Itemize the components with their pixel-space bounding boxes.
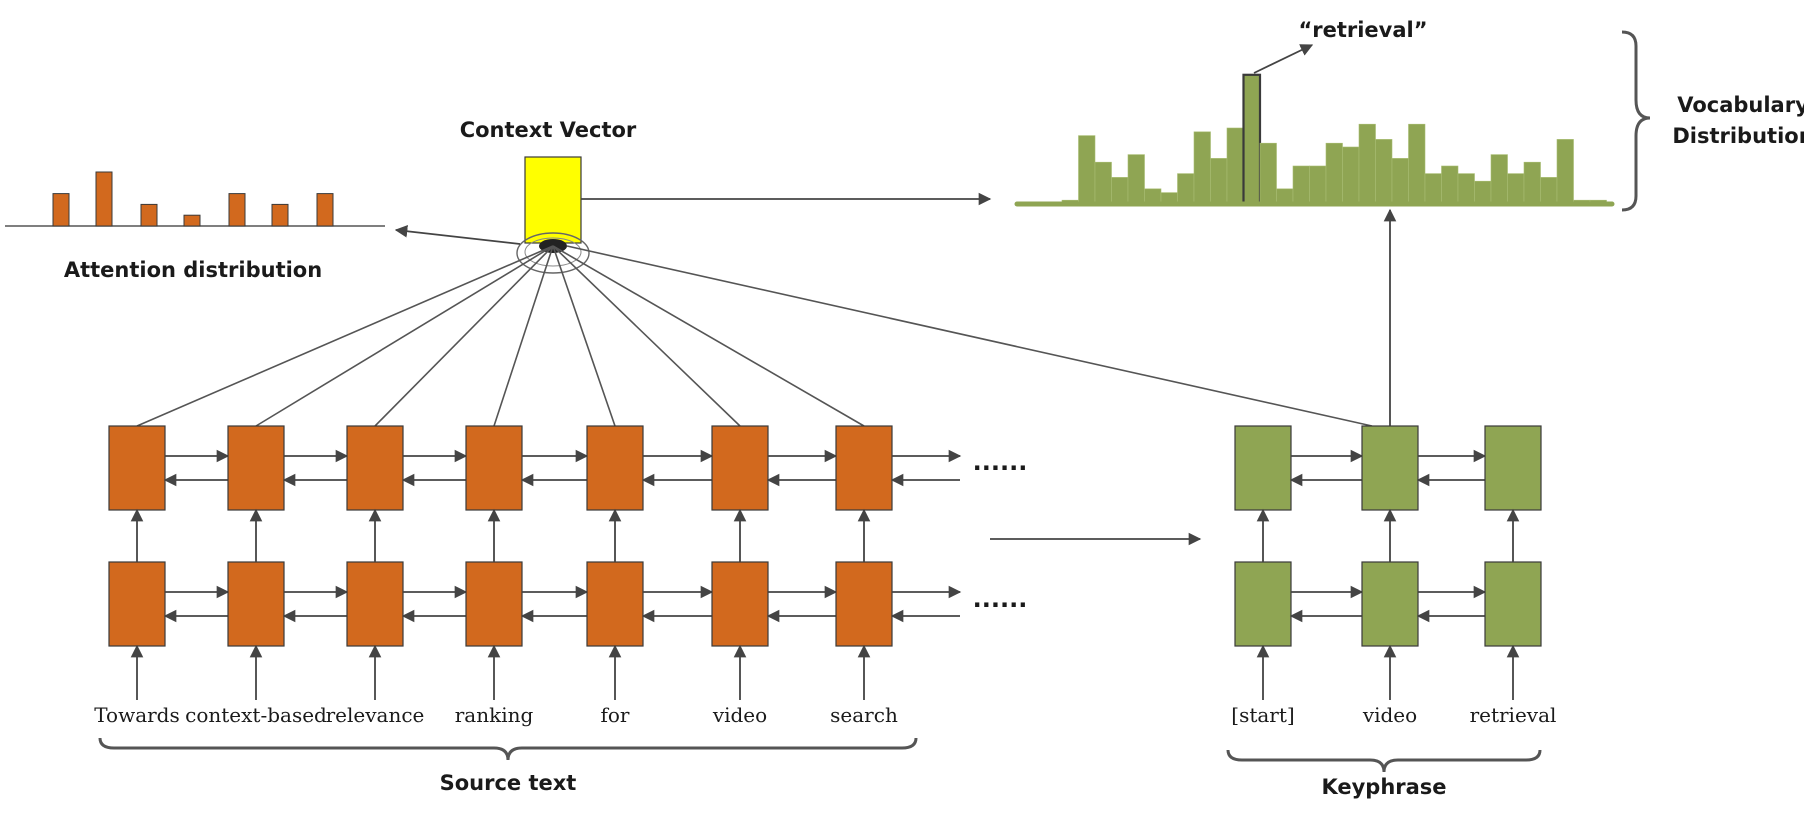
attention-connection xyxy=(552,245,616,427)
encoder-top-cell xyxy=(586,425,644,511)
source-token: context-based xyxy=(185,703,327,727)
attention-bar xyxy=(271,203,289,227)
ellipsis-bottom: ...... xyxy=(973,585,1028,613)
attention-hub-ring-outer xyxy=(516,232,590,274)
vocabulary-bar xyxy=(1193,131,1211,205)
encoder-top-cell xyxy=(227,425,285,511)
vocabulary-bar xyxy=(1292,165,1310,205)
attention-hub-ring-inner xyxy=(524,237,582,267)
vocabulary-bar xyxy=(1094,161,1112,205)
decoder-top-cell xyxy=(1361,425,1419,511)
encoder-bottom-cell xyxy=(227,561,285,647)
vocabulary-bar xyxy=(1523,161,1541,205)
attention-connection-decoder xyxy=(566,245,1373,427)
vocabulary-bar xyxy=(1210,158,1228,205)
attention-connection xyxy=(374,245,554,427)
arrow-to-attention xyxy=(394,225,521,245)
vocabulary-bar xyxy=(1325,142,1343,205)
decoder-top-cell xyxy=(1234,425,1292,511)
vocabulary-bar xyxy=(1177,173,1195,205)
vocabulary-bar xyxy=(1078,135,1096,205)
keyphrase-decoder: [start] video retrieval xyxy=(1231,425,1557,727)
attention-bar xyxy=(183,214,201,227)
vocabulary-bar xyxy=(1259,142,1277,205)
vocabulary-bar xyxy=(1309,165,1327,205)
attention-bar xyxy=(316,193,334,227)
vocabulary-bar xyxy=(1342,146,1360,205)
keyphrase-brace xyxy=(1226,749,1542,773)
attention-bar xyxy=(140,203,158,227)
vocabulary-brace xyxy=(1621,30,1651,212)
source-token: for xyxy=(600,703,629,727)
decoder-bottom-cell xyxy=(1361,561,1419,647)
decoder-top-cell xyxy=(1484,425,1542,511)
vocabulary-bar xyxy=(1391,158,1409,205)
source-token: ranking xyxy=(455,703,534,727)
decoder-bottom-cell xyxy=(1484,561,1542,647)
vocabulary-bar xyxy=(1424,173,1442,205)
encoder-bottom-cell xyxy=(108,561,166,647)
encoder-top-cell xyxy=(835,425,893,511)
vocabulary-bar xyxy=(1540,177,1558,205)
encoder-bottom-cell xyxy=(346,561,404,647)
vocabulary-bar xyxy=(1507,173,1525,205)
vocabulary-bar-retrieval xyxy=(1242,73,1262,206)
vocabulary-bar xyxy=(1490,154,1508,205)
vocabulary-bar xyxy=(1111,177,1129,205)
vocabulary-bar xyxy=(1457,173,1475,205)
encoder-bottom-cell xyxy=(465,561,523,647)
attention-bar xyxy=(228,193,246,227)
attention-bar xyxy=(95,171,113,227)
encoder-top-cell xyxy=(346,425,404,511)
ellipsis-top: ...... xyxy=(973,448,1028,476)
attention-connection xyxy=(552,245,865,427)
encoder-bottom-cell xyxy=(711,561,769,647)
attention-bar xyxy=(52,193,70,227)
keyphrase-label: Keyphrase xyxy=(1321,775,1446,799)
attention-connection xyxy=(552,245,741,427)
vocabulary-distribution-chart xyxy=(1061,73,1607,206)
attention-distribution-label: Attention distribution xyxy=(64,258,322,282)
encoder-bottom-cell xyxy=(586,561,644,647)
source-token: video xyxy=(712,703,767,727)
vocabulary-bar xyxy=(1556,139,1574,205)
source-token: relevance xyxy=(326,703,425,727)
attention-distribution-chart xyxy=(5,171,385,227)
context-vector-label: Context Vector xyxy=(460,118,637,142)
keyphrase-token: video xyxy=(1362,703,1417,727)
arrow-to-retrieval-word xyxy=(1253,44,1314,74)
retrieval-word-label: “retrieval” xyxy=(1298,18,1427,42)
vocabulary-label-line2: Distribution xyxy=(1672,124,1804,148)
source-token: search xyxy=(830,703,898,727)
vocabulary-bar xyxy=(1358,123,1376,205)
source-text-label: Source text xyxy=(440,771,577,795)
encoder-top-cell xyxy=(711,425,769,511)
encoder-bottom-cell xyxy=(835,561,893,647)
vocabulary-bar xyxy=(1474,180,1492,205)
decoder-bottom-cell xyxy=(1234,561,1292,647)
vocabulary-bar xyxy=(1441,165,1459,205)
vocabulary-label-line1: Vocabulary xyxy=(1677,93,1804,117)
context-vector-box xyxy=(524,156,582,244)
keyphrase-token: [start] xyxy=(1231,703,1294,727)
vocabulary-bar xyxy=(1408,123,1426,205)
source-text-brace xyxy=(98,737,918,761)
attention-connection xyxy=(493,245,554,427)
attention-connection xyxy=(136,245,554,427)
keyphrase-token: retrieval xyxy=(1470,703,1557,727)
attention-connections xyxy=(136,245,1373,427)
encoder-top-cell xyxy=(465,425,523,511)
source-token: Towards xyxy=(94,703,180,727)
attention-connection xyxy=(255,245,554,427)
vocabulary-bar xyxy=(1375,139,1393,205)
vocabulary-bar xyxy=(1127,154,1145,205)
vocabulary-bar xyxy=(1226,127,1244,205)
encoder-top-cell xyxy=(108,425,166,511)
